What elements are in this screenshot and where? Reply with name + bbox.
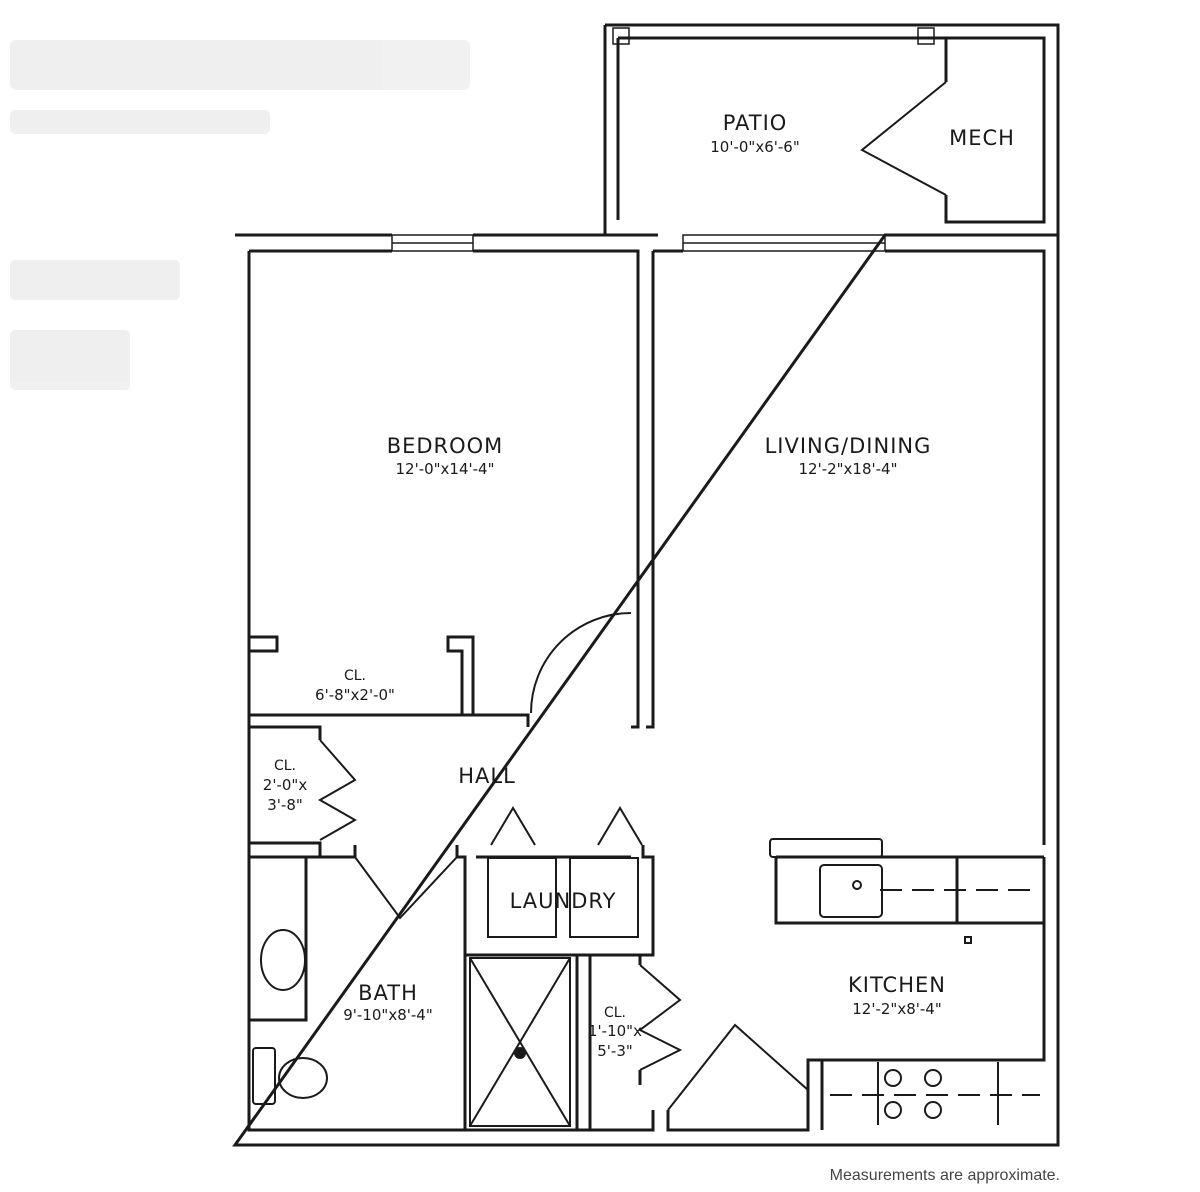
doors — [317, 81, 947, 1111]
bath-size: 9'-10"x8'-4" — [343, 1006, 432, 1024]
living-dining-label: LIVING/DINING — [765, 434, 932, 458]
hall-closet-size-line2: 3'-8" — [267, 796, 303, 814]
watermark-logo — [10, 40, 470, 390]
laundry-label: LAUNDRY — [510, 889, 617, 913]
measurements-note: Measurements are approximate. — [829, 1167, 1060, 1184]
walls — [232, 23, 1060, 1147]
kitchen-size: 12'-2"x8'-4" — [852, 1000, 941, 1018]
kitchen-closet-size-line1: 1'-10"x — [588, 1022, 642, 1040]
fixtures — [252, 838, 1040, 1127]
kitchen-closet-size-line2: 5'-3" — [597, 1042, 633, 1060]
bath-label: BATH — [358, 981, 418, 1005]
patio-size: 10'-0"x6'-6" — [710, 138, 799, 156]
hall-label: HALL — [458, 764, 516, 788]
kitchen-closet-label: CL. — [604, 1005, 626, 1021]
windows — [391, 27, 935, 252]
bedroom-closet-size: 6'-8"x2'-0" — [315, 686, 395, 704]
patio-label: PATIO — [723, 111, 788, 135]
bedroom-label: BEDROOM — [387, 434, 504, 458]
hall-closet-size-line1: 2'-0"x — [263, 776, 308, 794]
bedroom-size: 12'-0"x14'-4" — [395, 460, 494, 478]
hall-closet-label: CL. — [274, 758, 296, 774]
mech-label: MECH — [949, 126, 1015, 150]
bedroom-closet-label: CL. — [344, 668, 366, 684]
living-dining-size: 12'-2"x18'-4" — [798, 460, 897, 478]
kitchen-label: KITCHEN — [848, 973, 946, 997]
